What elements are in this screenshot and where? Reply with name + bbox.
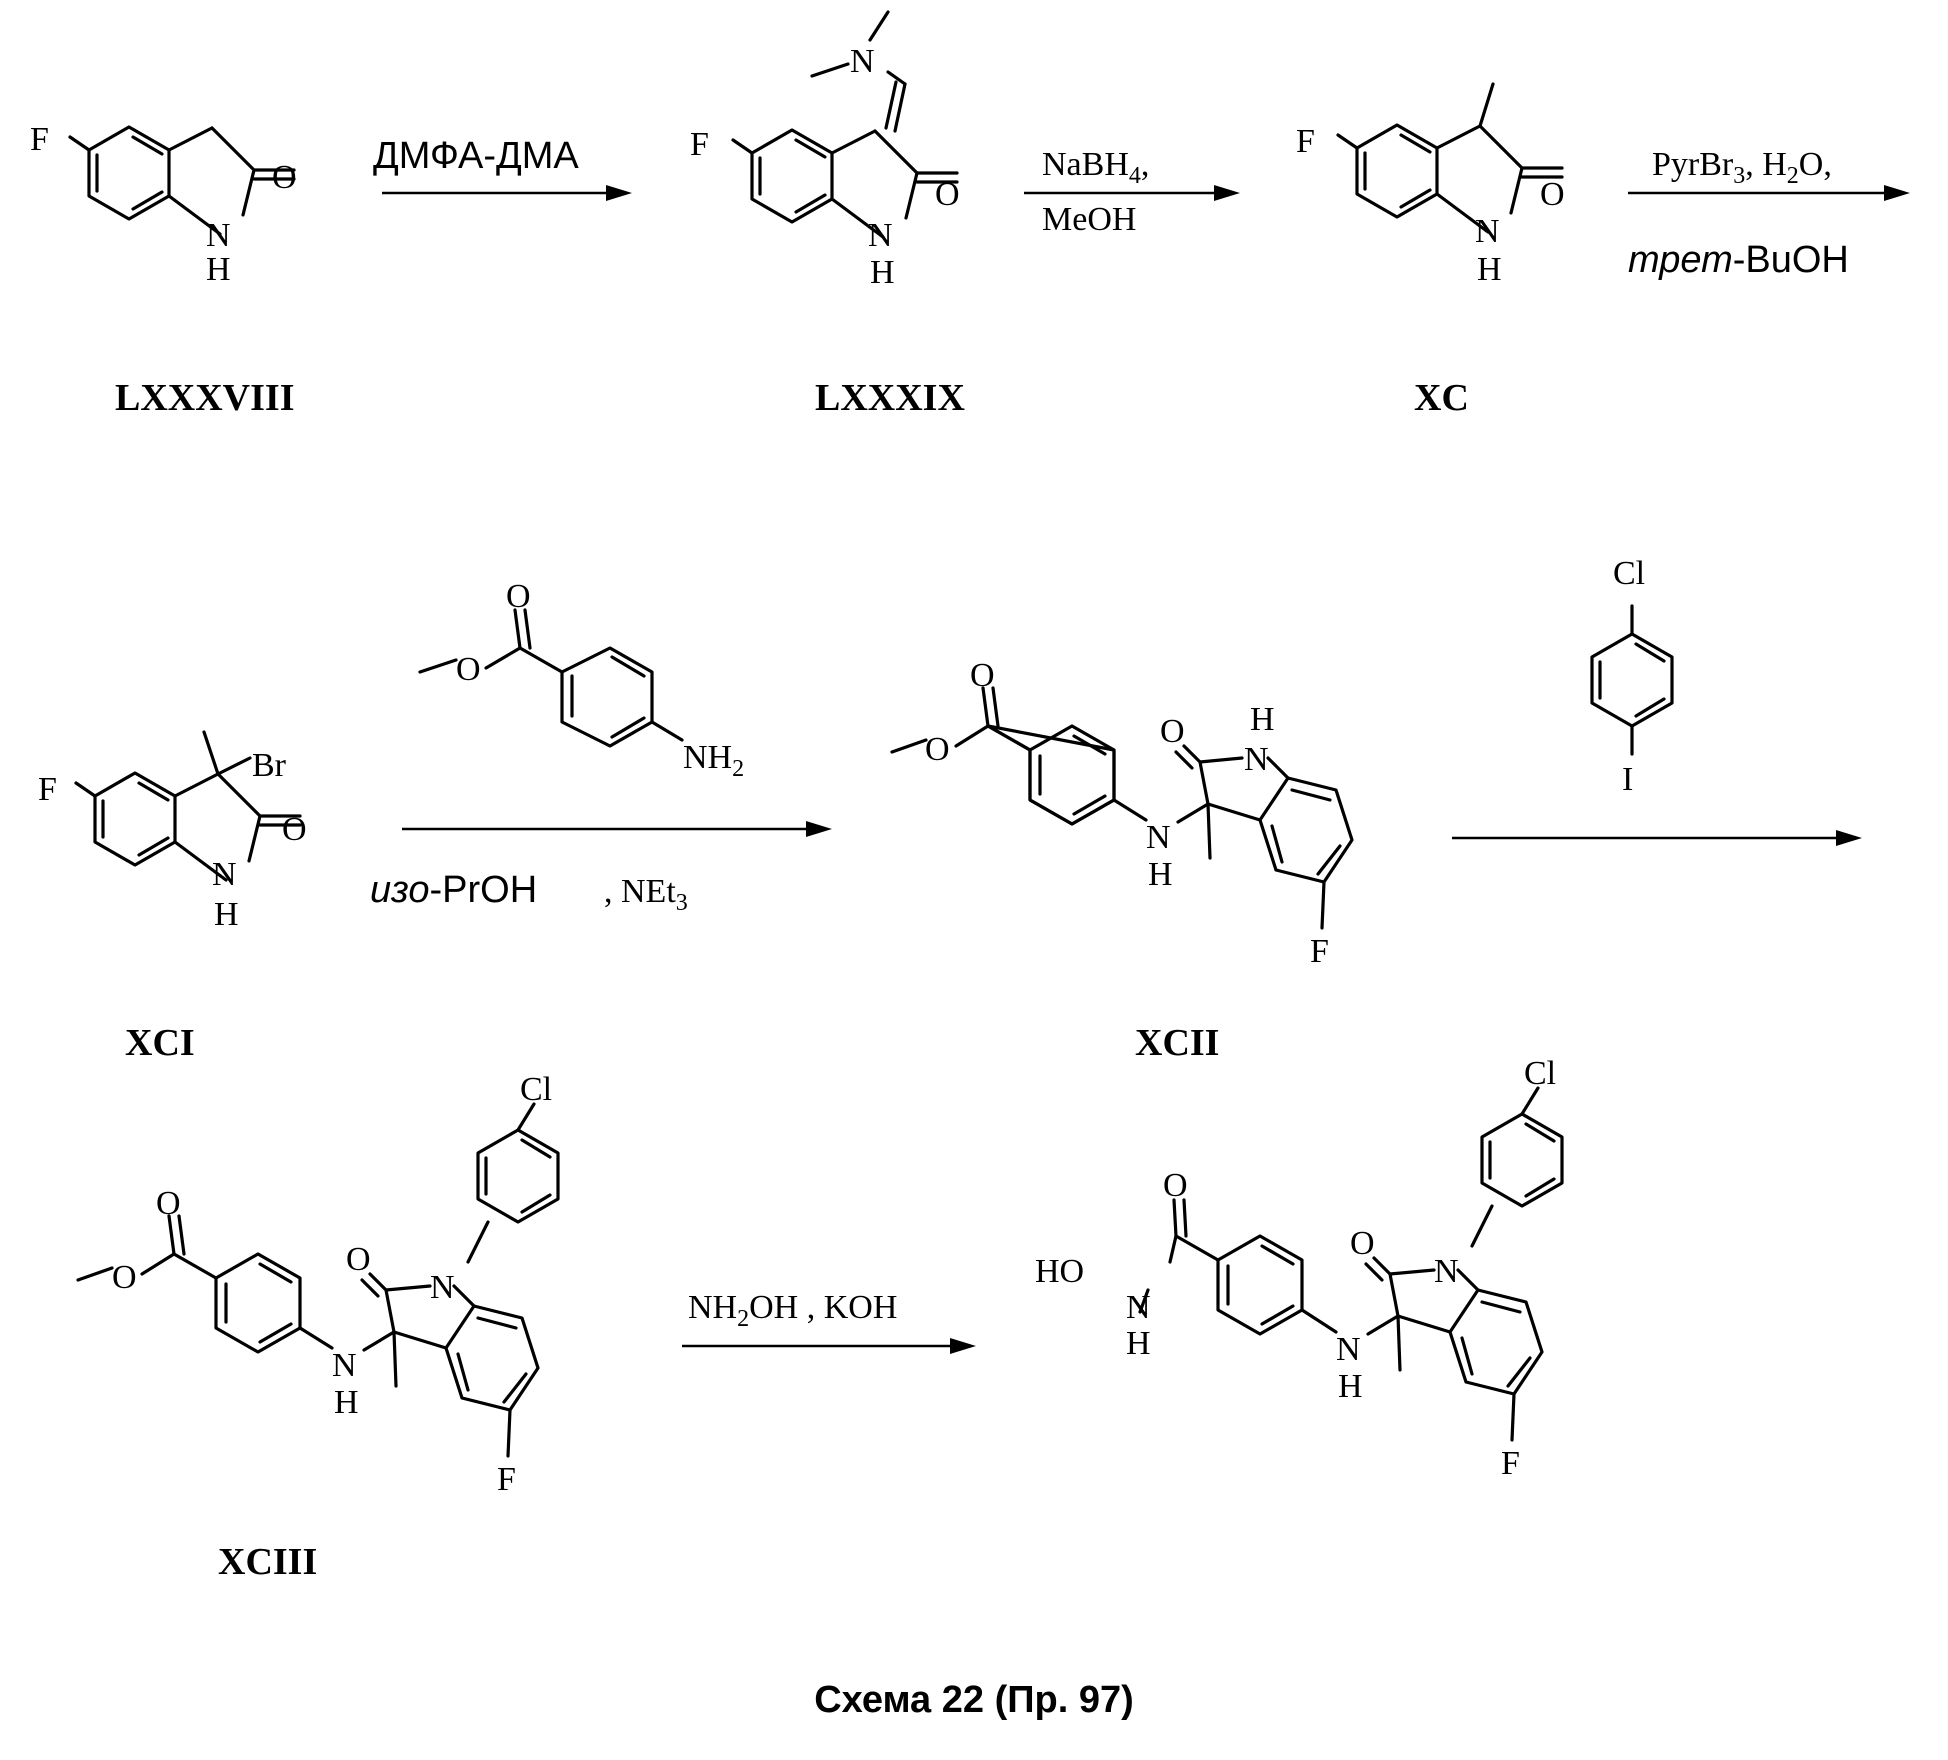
atom-label: H: [1126, 1325, 1151, 1362]
reagent-label: NaBH4,: [1042, 146, 1149, 189]
atom-label: O: [456, 651, 481, 688]
reagent-label: ДМФА-ДМА: [373, 135, 579, 177]
reagent-chloroiodobenzene-structure: Cl I: [1590, 555, 1674, 798]
compound-xciii-structure: O O N H O N Cl F: [76, 1071, 560, 1498]
atom-label: O: [346, 1241, 371, 1278]
reagent-label: PyrBr3, H2O,: [1652, 146, 1832, 189]
atom-label: H: [1148, 856, 1173, 893]
atom-label: O: [156, 1185, 181, 1222]
atom-label: O: [1163, 1167, 1188, 1204]
atom-label: F: [38, 771, 57, 808]
atom-label: N: [212, 856, 237, 893]
atom-label: H: [334, 1384, 359, 1421]
atom-label: O: [272, 159, 297, 196]
reaction-arrow: [382, 185, 632, 201]
compound-label: XCII: [1135, 1022, 1219, 1064]
atom-label: I: [1622, 761, 1633, 798]
reaction-arrow: [402, 821, 832, 837]
atom-label: O: [925, 731, 950, 768]
reagent-label: NH2OH , KOH: [688, 1289, 897, 1332]
atom-label: Br: [252, 747, 287, 784]
compound-label: XCI: [125, 1022, 195, 1064]
atom-label: H: [206, 251, 231, 288]
atom-label: N: [430, 1269, 455, 1306]
reagent-aminobenzoate-structure: O O NH2: [418, 578, 744, 782]
atom-label: N: [1475, 213, 1500, 250]
reagent-label: , NEt3: [604, 873, 688, 916]
atom-label: F: [1501, 1445, 1520, 1482]
atom-label: O: [282, 811, 307, 848]
compound-lxxxviii-structure: F O N H: [30, 121, 297, 288]
atom-label: H: [870, 254, 895, 291]
reaction-arrow: [1452, 830, 1862, 846]
reagent-label: MeOH: [1042, 201, 1136, 238]
atom-label: O: [1540, 176, 1565, 213]
atom-label: NH2: [683, 739, 744, 782]
atom-label: N: [206, 217, 231, 254]
reagent-label: трет-BuOH: [1628, 239, 1849, 281]
atom-label: O: [935, 176, 960, 213]
atom-label: Cl: [1524, 1055, 1556, 1092]
atom-label: O: [1160, 713, 1185, 750]
compound-xc-structure: F O N H: [1296, 82, 1565, 288]
reaction-arrow: [682, 1338, 976, 1354]
atom-label: H: [1250, 701, 1275, 738]
atom-label: N: [1244, 741, 1269, 778]
atom-label: O: [112, 1259, 137, 1296]
compound-xci-structure: F Br O N H: [38, 730, 307, 933]
atom-label: O: [970, 657, 995, 694]
atom-label: N: [332, 1347, 357, 1384]
atom-label: N: [1146, 819, 1171, 856]
atom-label: N: [1126, 1289, 1151, 1326]
atom-label: F: [690, 126, 709, 163]
atom-label: O: [506, 578, 531, 615]
atom-label: F: [497, 1461, 516, 1498]
reagent-label: изо-PrOH: [370, 869, 537, 911]
reaction-arrow: [1628, 185, 1910, 201]
compound-label: LXXXIX: [815, 377, 965, 419]
atom-label: F: [1296, 123, 1315, 160]
compound-label: XC: [1414, 377, 1469, 419]
atom-label: N: [868, 217, 893, 254]
atom-label: N: [1434, 1253, 1459, 1290]
atom-label: Cl: [520, 1071, 552, 1108]
atom-label: N: [850, 43, 875, 80]
compound-label: LXXXVIII: [115, 377, 294, 419]
atom-label: H: [1338, 1368, 1363, 1405]
compound-lxxxix-structure: F O N H N: [690, 10, 960, 291]
atom-label: Cl: [1613, 555, 1645, 592]
compound-label: XCIII: [218, 1541, 317, 1583]
compound-xcii-structure: O O N H O N H F: [890, 657, 1354, 970]
atom-label: HO: [1035, 1253, 1084, 1290]
scheme-caption: Схема 22 (Пр. 97): [814, 1679, 1134, 1721]
atom-label: F: [30, 121, 49, 158]
atom-label: H: [1477, 251, 1502, 288]
atom-label: N: [1336, 1331, 1361, 1368]
reaction-arrow: [1024, 185, 1240, 201]
final-product-structure: HO N H O N H O N Cl F: [1035, 1055, 1564, 1482]
atom-label: F: [1310, 933, 1329, 970]
atom-label: H: [214, 896, 239, 933]
atom-label: O: [1350, 1225, 1375, 1262]
